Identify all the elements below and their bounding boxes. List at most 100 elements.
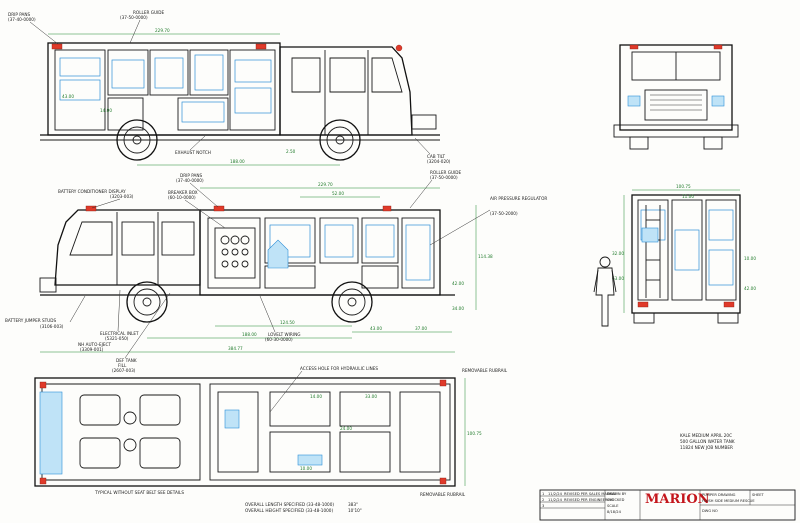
warning-light xyxy=(395,44,403,52)
rear-dim-32: 32.00 xyxy=(612,251,624,256)
label-air-pressure: AIR PRESSURE REGULATOR xyxy=(490,196,547,201)
drawing-title: PUMPER DRAWING xyxy=(702,493,736,497)
top-view: 100.75 14.00 33.00 24.00 10.00 ACCESS HO… xyxy=(34,366,508,513)
rev-3-no: 3 xyxy=(542,504,544,508)
top-dim-33: 33.00 xyxy=(365,394,377,399)
marion-logo: MARION xyxy=(645,492,710,507)
label-battery-conditioner: BATTERY CONDITIONER DISPLAY xyxy=(58,189,126,194)
label-drip-pans-mid: DRIP PANS xyxy=(180,173,202,178)
label-roller-guide-mid-pn: (37-50-0000) xyxy=(430,175,458,180)
scale: SCALE xyxy=(607,504,619,508)
rev-2-date: 11/2/24 xyxy=(548,498,563,502)
top-dim-width: 100.75 xyxy=(467,431,482,436)
note-line-2: 500 GALLON WATER TANK xyxy=(680,439,735,444)
top-dim-24: 24.00 xyxy=(340,426,352,431)
label-electrical-inlet-pn: (5321-050) xyxy=(105,336,129,341)
dim-overall-length: 384.77 xyxy=(228,346,243,351)
label-typical-note: TYPICAL WITHOUT SEAT BELT SEE DETAILS xyxy=(94,490,184,495)
label-drip-pans: DRIP PANS xyxy=(8,12,30,17)
label-roller-guide: ROLLER GUIDE xyxy=(133,10,165,15)
human-scale-figure xyxy=(593,256,617,327)
label-drip-pans-pn: (37-40-0000) xyxy=(8,17,36,22)
top-dim-14: 14.00 xyxy=(310,394,322,399)
dim-34: 34.00 xyxy=(452,306,464,311)
title-block: 1 11/2/24 REVISED PER SALES MARKUP 2 11/… xyxy=(539,489,796,521)
warning-light xyxy=(255,43,267,50)
label-overall-length: OVERALL LENGTH SPECIFIED (33-48-1000) xyxy=(245,502,334,507)
rear-wheel-mid xyxy=(331,281,373,323)
pump-panel xyxy=(214,227,256,279)
rev-2-desc: REVISED PER ENGINEERING xyxy=(564,498,614,502)
label-breaker-box: BREAKER BOX xyxy=(168,190,198,195)
dim-2-5: 2.50 xyxy=(286,149,296,154)
body-outline xyxy=(47,42,281,136)
label-removable-rubrail-bottom: REMOVABLE RUBRAIL xyxy=(420,492,466,497)
dim-wheelbase: 188.00 xyxy=(230,159,245,164)
label-access-hole: ACCESS HOLE FOR HYDRAULIC LINES xyxy=(300,366,378,371)
front-wheel-top xyxy=(319,119,361,161)
drawing-date: 8/18/24 xyxy=(607,510,622,514)
dim-42: 42.00 xyxy=(452,281,464,286)
job-notes: KALE MEDIUM APRIL 20C 500 GALLON WATER T… xyxy=(680,433,735,450)
dim-wheel-pos: 124.50 xyxy=(280,320,295,325)
label-def-tank-fill: FILL xyxy=(118,363,127,368)
label-cab-tilt: CAB TILT xyxy=(427,154,446,159)
label-roller-guide-pn: (37-50-0000) xyxy=(120,15,148,20)
label-battery-jumper: BATTERY JUMPER STUDS xyxy=(5,318,56,323)
rev-1-desc: REVISED PER SALES MARKUP xyxy=(564,492,617,496)
top-dim-10: 10.00 xyxy=(300,466,312,471)
rear-wheel-top xyxy=(116,119,158,161)
label-exhaust-notch: EXHAUST NOTCH xyxy=(175,150,211,155)
rear-view: 100.75 11.00 32.00 63.00 10.00 42.00 xyxy=(612,184,756,324)
label-lovelt-wiring-pn: (60-30-0000) xyxy=(265,337,293,342)
dim-14: 14.00 xyxy=(100,108,112,113)
rear-dim-63: 63.00 xyxy=(612,276,624,281)
label-overall-length-val: 383" xyxy=(348,502,358,507)
cab-outline xyxy=(54,209,201,286)
note-line-3: 11824 NEW JOB NUMBER xyxy=(680,445,733,450)
label-overall-height: OVERALL HEIGHT SPECIFIED (33-48-1000) xyxy=(245,508,333,513)
rear-dim-10: 10.00 xyxy=(744,256,756,261)
label-auto-eject-pn: (3309-001) xyxy=(80,347,104,352)
label-drip-pans-mid-pn: (37-40-0000) xyxy=(176,178,204,183)
label-cab-tilt-pn: (3204-020) xyxy=(427,159,451,164)
dim-43: 43.00 xyxy=(370,326,382,331)
label-auto-eject: NH AUTO-EJECT xyxy=(78,342,111,347)
checked-by: CHECKED xyxy=(607,498,625,502)
dim-overall-top: 229.70 xyxy=(318,182,333,187)
label-overall-height-val: 10'10" xyxy=(348,508,362,513)
warning-light xyxy=(51,43,63,50)
rev-1-date: 11/2/24 xyxy=(548,492,563,496)
label-def-tank-pn: (2607-003) xyxy=(112,368,136,373)
label-lovelt-wiring: LOVELT WIRING xyxy=(268,332,300,337)
dim-43: 43.00 xyxy=(62,94,74,99)
dim-wheelbase: 188.00 xyxy=(242,332,257,337)
dwg-no-label: DWG NO xyxy=(702,509,718,513)
dim-overall-top: 229.70 xyxy=(155,28,170,33)
drawn-by: DRAWN BY xyxy=(607,492,627,496)
label-removable-rubrail-top: REMOVABLE RUBRAIL xyxy=(462,368,508,373)
sheet-label: SHEET xyxy=(752,493,765,497)
side-view-mid: 229.70 52.00 124.50 188.00 384.77 43.00 … xyxy=(5,170,547,373)
note-line-1: KALE MEDIUM APRIL 20C xyxy=(680,433,732,438)
label-electrical-inlet: ELECTRICAL INLET xyxy=(100,331,139,336)
front-view xyxy=(613,44,739,150)
rear-dim-width: 100.75 xyxy=(676,184,691,189)
label-battery-jumper-pn: (3106-003) xyxy=(40,324,64,329)
rear-dim-11: 11.00 xyxy=(682,194,694,199)
label-roller-guide-mid: ROLLER GUIDE xyxy=(430,170,462,175)
rear-dim-42: 42.00 xyxy=(744,286,756,291)
front-wheel-mid xyxy=(126,281,168,323)
drawing-subtitle: FLUSH SIDE MEDIUM RESCUE xyxy=(702,499,755,503)
dim-height: 114.38 xyxy=(478,254,493,259)
dim-37: 37.00 xyxy=(415,326,427,331)
rev-1-no: 1 xyxy=(542,492,544,496)
hose-reel xyxy=(267,239,289,269)
label-air-pressure-pn: (37-50-2000) xyxy=(490,211,518,216)
label-def-tank: DEF TANK xyxy=(116,358,137,363)
rev-2-no: 2 xyxy=(542,498,544,502)
label-battery-conditioner-pn: (3203-003) xyxy=(110,194,134,199)
side-view-top: 229.70 188.00 43.00 2.50 14.00 DRIP PANS… xyxy=(8,10,451,166)
